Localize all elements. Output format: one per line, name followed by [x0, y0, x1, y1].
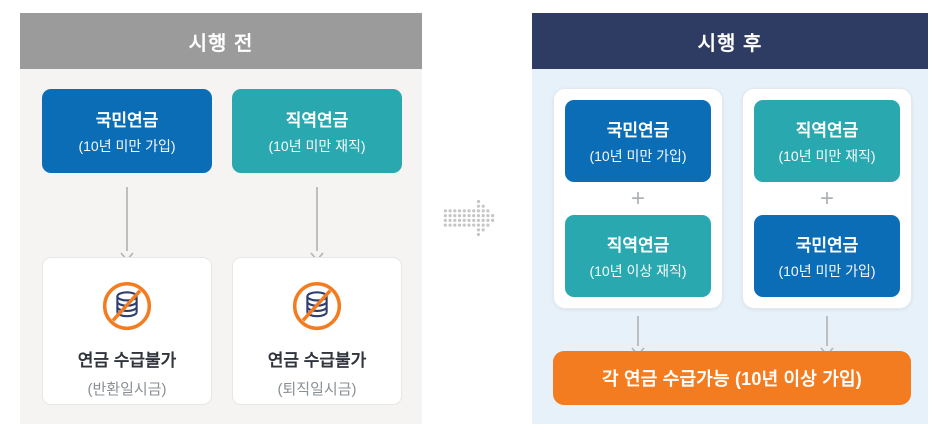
pension-box-title: 직역연금: [285, 111, 349, 130]
before-panel-header: 시행 전: [20, 13, 422, 69]
after-panel-title: 시행 후: [697, 32, 763, 55]
combo-card-national-first: 국민연금 (10년 미만 가입) + 직역연금 (10년 이상 재직): [553, 88, 723, 309]
down-arrow-icon: [118, 185, 136, 263]
before-panel-title: 시행 전: [188, 32, 254, 55]
eligibility-banner-text: 각 연금 수급가능 (10년 이상 가입): [602, 369, 862, 389]
pension-box-subtitle: (10년 미만 가입): [589, 148, 687, 164]
eligibility-banner: 각 연금 수급가능 (10년 이상 가입): [553, 351, 911, 405]
plus-sign: +: [819, 184, 834, 212]
pension-box-subtitle: (10년 미만 가입): [778, 263, 876, 279]
pension-box-occupational-after: 직역연금 (10년 이상 재직): [565, 215, 711, 297]
pension-box-subtitle: (10년 미만 재직): [268, 138, 366, 154]
no-pension-coins-icon: [292, 281, 342, 331]
pension-box-national-before: 국민연금 (10년 미만 가입): [42, 89, 212, 173]
pension-box-title: 국민연금: [95, 111, 159, 130]
plus-sign: +: [630, 184, 645, 212]
result-card-occupational: 연금 수급불가 (퇴직일시금): [232, 257, 402, 405]
pension-box-occupational-before: 직역연금 (10년 미만 재직): [232, 89, 402, 173]
pension-box-national-after: 국민연금 (10년 미만 가입): [754, 215, 900, 297]
after-panel: 시행 후 국민연금 (10년 미만 가입) + 직역연금 (10년 이상 재직)…: [532, 13, 928, 424]
result-subtitle: (퇴직일시금): [277, 381, 357, 398]
result-card-national: 연금 수급불가 (반환일시금): [42, 257, 212, 405]
after-panel-header: 시행 후: [532, 13, 928, 69]
pension-box-title: 국민연금: [606, 121, 670, 140]
pension-box-subtitle: (10년 미만 재직): [778, 148, 876, 164]
down-arrow-icon: [308, 185, 326, 263]
pension-box-subtitle: (10년 미만 가입): [78, 138, 176, 154]
pension-box-title: 국민연금: [795, 236, 859, 255]
pension-box-national-after: 국민연금 (10년 미만 가입): [565, 100, 711, 182]
pension-box-occupational-after: 직역연금 (10년 미만 재직): [754, 100, 900, 182]
dotted-right-arrow-icon: [443, 194, 495, 242]
combo-card-occupational-first: 직역연금 (10년 미만 재직) + 국민연금 (10년 미만 가입): [742, 88, 912, 309]
pension-box-title: 직역연금: [795, 121, 859, 140]
result-title: 연금 수급불가: [267, 351, 367, 370]
result-subtitle: (반환일시금): [87, 381, 167, 398]
no-pension-coins-icon: [102, 281, 152, 331]
pension-box-subtitle: (10년 이상 재직): [589, 263, 687, 279]
before-panel: 시행 전 국민연금 (10년 미만 가입) 직역연금 (10년 미만 재직): [20, 13, 422, 424]
pension-box-title: 직역연금: [606, 236, 670, 255]
result-title: 연금 수급불가: [77, 351, 177, 370]
